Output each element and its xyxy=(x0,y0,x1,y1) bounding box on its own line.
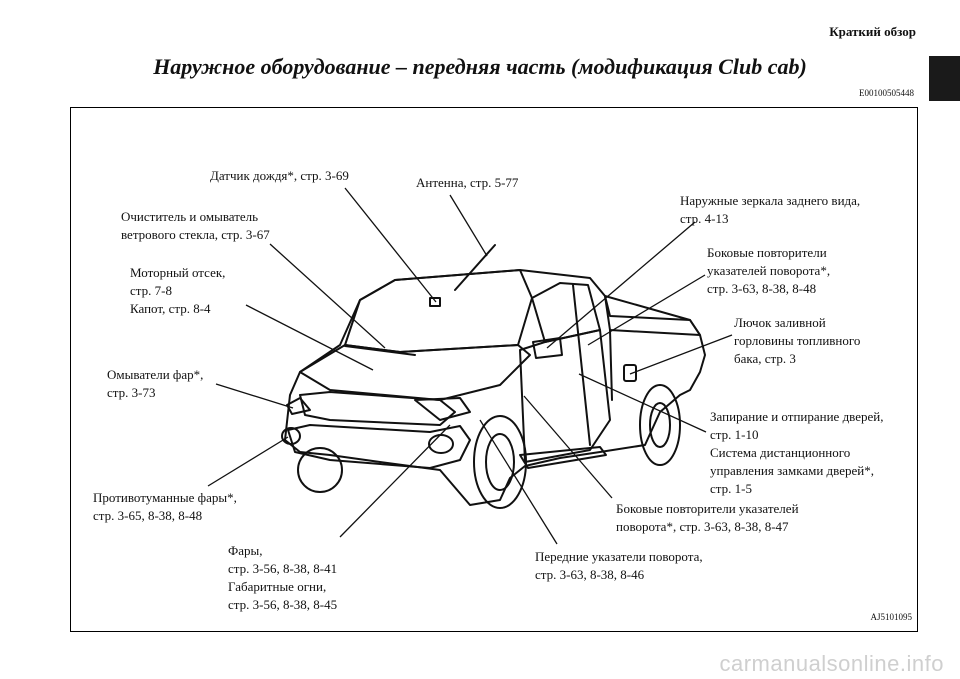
truck-body-outline xyxy=(284,269,706,506)
section-label: Краткий обзор xyxy=(829,24,916,39)
watermark: carmanualsonline.info xyxy=(719,651,944,676)
illustration-frame xyxy=(70,107,918,632)
callout-rain-sensor: Датчик дождя*, стр. 3-69 xyxy=(210,168,349,183)
grille xyxy=(299,391,456,426)
fuel-lid xyxy=(623,364,637,382)
front-bumper xyxy=(287,424,471,469)
callout-mirrors: Наружные зеркала заднего вида, стр. 4-13 xyxy=(680,193,861,226)
fog-lamp-left xyxy=(281,427,301,445)
callout-side-repeaters-upper: Боковые повторители указателей поворота*… xyxy=(707,245,831,296)
mirror xyxy=(532,337,563,359)
headlamp-left xyxy=(286,397,311,415)
callout-side-repeaters-lower: Боковые повторители указателей поворота*… xyxy=(616,501,799,534)
figure-code: AJ5101095 xyxy=(870,612,912,622)
callout-front-turn: Передние указатели поворота, стр. 3-63, … xyxy=(535,549,703,582)
pickup-bed xyxy=(604,295,701,336)
callout-fuel-lid: Лючок заливной горловины топливного бака… xyxy=(734,315,861,366)
rain-sensor xyxy=(429,297,441,307)
fog-lamp-right xyxy=(428,434,454,454)
callout-fog-lamps: Противотуманные фары*, стр. 3-65, 8-38, … xyxy=(93,490,237,523)
document-code: E00100505448 xyxy=(859,88,914,98)
callout-headlamps: Фары, стр. 3-56, 8-38, 8-41 Габаритные о… xyxy=(228,543,338,612)
windshield xyxy=(344,269,533,353)
rear-wheel xyxy=(639,384,681,466)
callout-engine: Моторный отсек, стр. 7-8 Капот, стр. 8-4 xyxy=(130,265,226,316)
hood xyxy=(299,344,531,401)
front-wheel-right xyxy=(473,415,527,509)
antenna-rod xyxy=(454,244,496,291)
callout-antenna: Антенна, стр. 5-77 xyxy=(416,175,519,190)
callout-headlamp-washers: Омыватели фар*, стр. 3-73 xyxy=(107,367,204,400)
headlamp-right xyxy=(414,397,471,421)
callout-door-locks: Запирание и отпирание дверей, стр. 1-10 … xyxy=(710,409,884,496)
callout-wiper: Очиститель и омыватель ветрового стекла,… xyxy=(121,209,270,242)
front-wheel-left xyxy=(297,447,343,493)
thumb-tab xyxy=(929,56,960,101)
page-title: Наружное оборудование – передняя часть (… xyxy=(153,54,807,79)
wiper-blade xyxy=(344,345,416,356)
